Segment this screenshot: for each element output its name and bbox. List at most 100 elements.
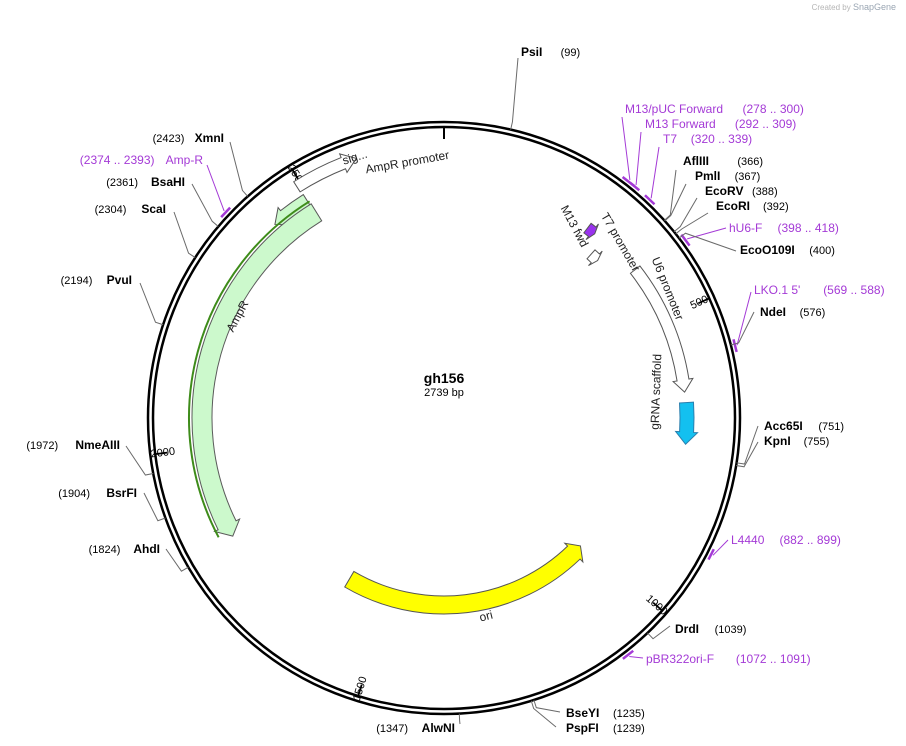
site-pmli: PmlI(367) xyxy=(664,169,760,222)
primer-t7-leader xyxy=(650,146,660,199)
site-psi-i-name: PsiI xyxy=(521,45,542,59)
primer-m13-puc-forward-range: (278 .. 300) xyxy=(743,102,804,116)
site-pspfi-position: (1239) xyxy=(613,723,645,735)
site-ahdi: AhdI (1824) xyxy=(89,542,189,572)
site-xmni-name: XmnI xyxy=(195,131,224,145)
site-kpni-name: KpnI xyxy=(764,434,791,448)
primer-hu6-f-name: hU6-F xyxy=(729,221,762,235)
site-ahdi-position: (1824) xyxy=(89,544,121,556)
site-ecori-leader xyxy=(675,212,709,235)
backbone-outer-ring xyxy=(146,120,742,716)
feature-ampr-arrow xyxy=(191,203,323,537)
credit-prefix: Created by xyxy=(811,3,851,12)
primer-pbr322ori-f-range: (1072 .. 1091) xyxy=(736,652,811,666)
site-pspfi-name: PspFI xyxy=(566,721,599,735)
site-drdi-position: (1039) xyxy=(715,624,747,636)
site-psi-i-position: (99) xyxy=(561,47,581,59)
primer-m13-forward-leader xyxy=(635,131,642,186)
site-layer: PsiI(99)AflIII(366)PmlI(367)EcoRV(388)Ec… xyxy=(26,45,844,735)
feature-grnascaffold-label: gRNA scaffold xyxy=(648,354,665,430)
primer-layer: M13/pUC Forward(278 .. 300)M13 Forward(2… xyxy=(80,102,885,666)
site-ecoo109i-leader xyxy=(678,232,737,252)
site-ndei-position: (576) xyxy=(800,307,826,319)
primer-m13-puc-forward-leader xyxy=(621,116,631,181)
primer-lko1-5-name: LKO.1 5' xyxy=(754,283,800,297)
site-xmni-leader xyxy=(229,141,249,197)
site-psi-i: PsiI (99) xyxy=(510,45,581,130)
feature-amppromoter-label: AmpR promoter xyxy=(364,148,450,176)
site-ecoo109i-name: EcoO109I xyxy=(740,243,795,257)
site-scai-leader xyxy=(173,211,196,258)
site-nmeaiii-leader xyxy=(125,445,154,476)
site-drdi: DrdI (1039) xyxy=(647,622,747,640)
site-bsahi-name: BsaHI xyxy=(151,175,185,189)
primer-lko1-5: LKO.1 5' (569 .. 588) xyxy=(732,283,885,353)
feature-u6promoter-arrow xyxy=(629,265,694,393)
site-afliii: AflIII (366) xyxy=(664,154,763,221)
site-alwni-leader xyxy=(458,713,461,725)
site-ecorv-leader xyxy=(673,197,698,233)
primer-lko1-5-leader xyxy=(736,291,752,346)
primer-hu6-f: hU6-F (398 .. 418) xyxy=(680,221,839,247)
site-scai-name: ScaI xyxy=(141,202,166,216)
site-afliii-position: (366) xyxy=(737,156,763,168)
feature-t7promoter-label: T7 promoter xyxy=(598,210,643,274)
site-xmni: XmnI (2423) xyxy=(153,131,249,197)
site-afliii-name: AflIII xyxy=(683,154,709,168)
primer-amp-r-mark xyxy=(220,206,232,219)
primer-lko1-5-range: (569 .. 588) xyxy=(823,283,884,297)
primer-l4440-mark xyxy=(707,548,715,561)
site-afliii-leader xyxy=(664,169,677,221)
site-pvui-leader xyxy=(139,282,164,326)
feature-t7promoter-arrow xyxy=(586,249,603,267)
site-ndei-leader xyxy=(730,311,755,346)
primer-l4440-leader xyxy=(712,539,729,556)
primer-t7-name: T7 xyxy=(663,132,677,146)
site-psi-i-leader xyxy=(510,57,519,130)
site-ecorv-position: (388) xyxy=(752,186,778,198)
primer-amp-r-leader xyxy=(206,164,225,212)
site-bseyi: BseYI(1235) xyxy=(533,699,645,720)
feature-grnascaffold-arrow xyxy=(674,401,699,446)
site-ecorv: EcoRV (388) xyxy=(673,184,778,233)
site-pspfi: PspFI (1239) xyxy=(530,700,645,735)
primer-pbr322ori-f-mark xyxy=(622,649,634,660)
site-pvui: PvuI(2194) xyxy=(61,273,164,326)
site-ahdi-leader xyxy=(165,548,189,572)
primer-hu6-f-mark xyxy=(680,233,691,247)
primer-t7: T7(320 .. 339) xyxy=(644,132,752,206)
map-center: gh156 2739 bp xyxy=(424,370,465,399)
tick-mark xyxy=(652,601,663,612)
tick-label: 2000 xyxy=(150,446,176,461)
site-acc65i-position: (751) xyxy=(818,421,844,433)
site-drdi-name: DrdI xyxy=(675,622,699,636)
site-bseyi-name: BseYI xyxy=(566,706,599,720)
primer-hu6-f-range: (398 .. 418) xyxy=(778,221,839,235)
primer-m13-puc-forward-name: M13/pUC Forward xyxy=(625,102,723,116)
tick-mark xyxy=(291,169,300,181)
site-ahdi-name: AhdI xyxy=(133,542,160,556)
primer-amp-r: Amp-R(2374 .. 2393) xyxy=(80,153,232,219)
primer-l4440-range: (882 .. 899) xyxy=(780,533,841,547)
primer-amp-r-name: Amp-R xyxy=(166,153,204,167)
site-alwni: AlwNI(1347) xyxy=(376,713,461,735)
site-drdi-leader xyxy=(647,625,671,640)
site-nmeaiii: NmeAIII(1972) xyxy=(26,438,154,476)
plasmid-name: gh156 xyxy=(424,370,465,386)
site-scai-position: (2304) xyxy=(95,204,127,216)
site-xmni-position: (2423) xyxy=(153,133,185,145)
feature-ori-arrow xyxy=(344,542,584,615)
feature-m13fwd-arrow xyxy=(583,222,599,241)
site-acc65i-name: Acc65I xyxy=(764,419,803,433)
credit-brand: SnapGene xyxy=(852,2,896,12)
site-bsahi: BsaHI(2361) xyxy=(106,175,219,227)
site-ndei: NdeI (576) xyxy=(730,305,826,346)
site-bsrfi: BsrFI(1904) xyxy=(58,486,166,522)
site-bsahi-leader xyxy=(191,183,219,227)
primer-l4440: L4440(882 .. 899) xyxy=(707,533,841,561)
site-ndei-name: NdeI xyxy=(760,305,786,319)
feature-ori-label: ori xyxy=(478,608,494,625)
site-ecorv-name: EcoRV xyxy=(705,184,743,198)
site-bsrfi-position: (1904) xyxy=(58,488,90,500)
